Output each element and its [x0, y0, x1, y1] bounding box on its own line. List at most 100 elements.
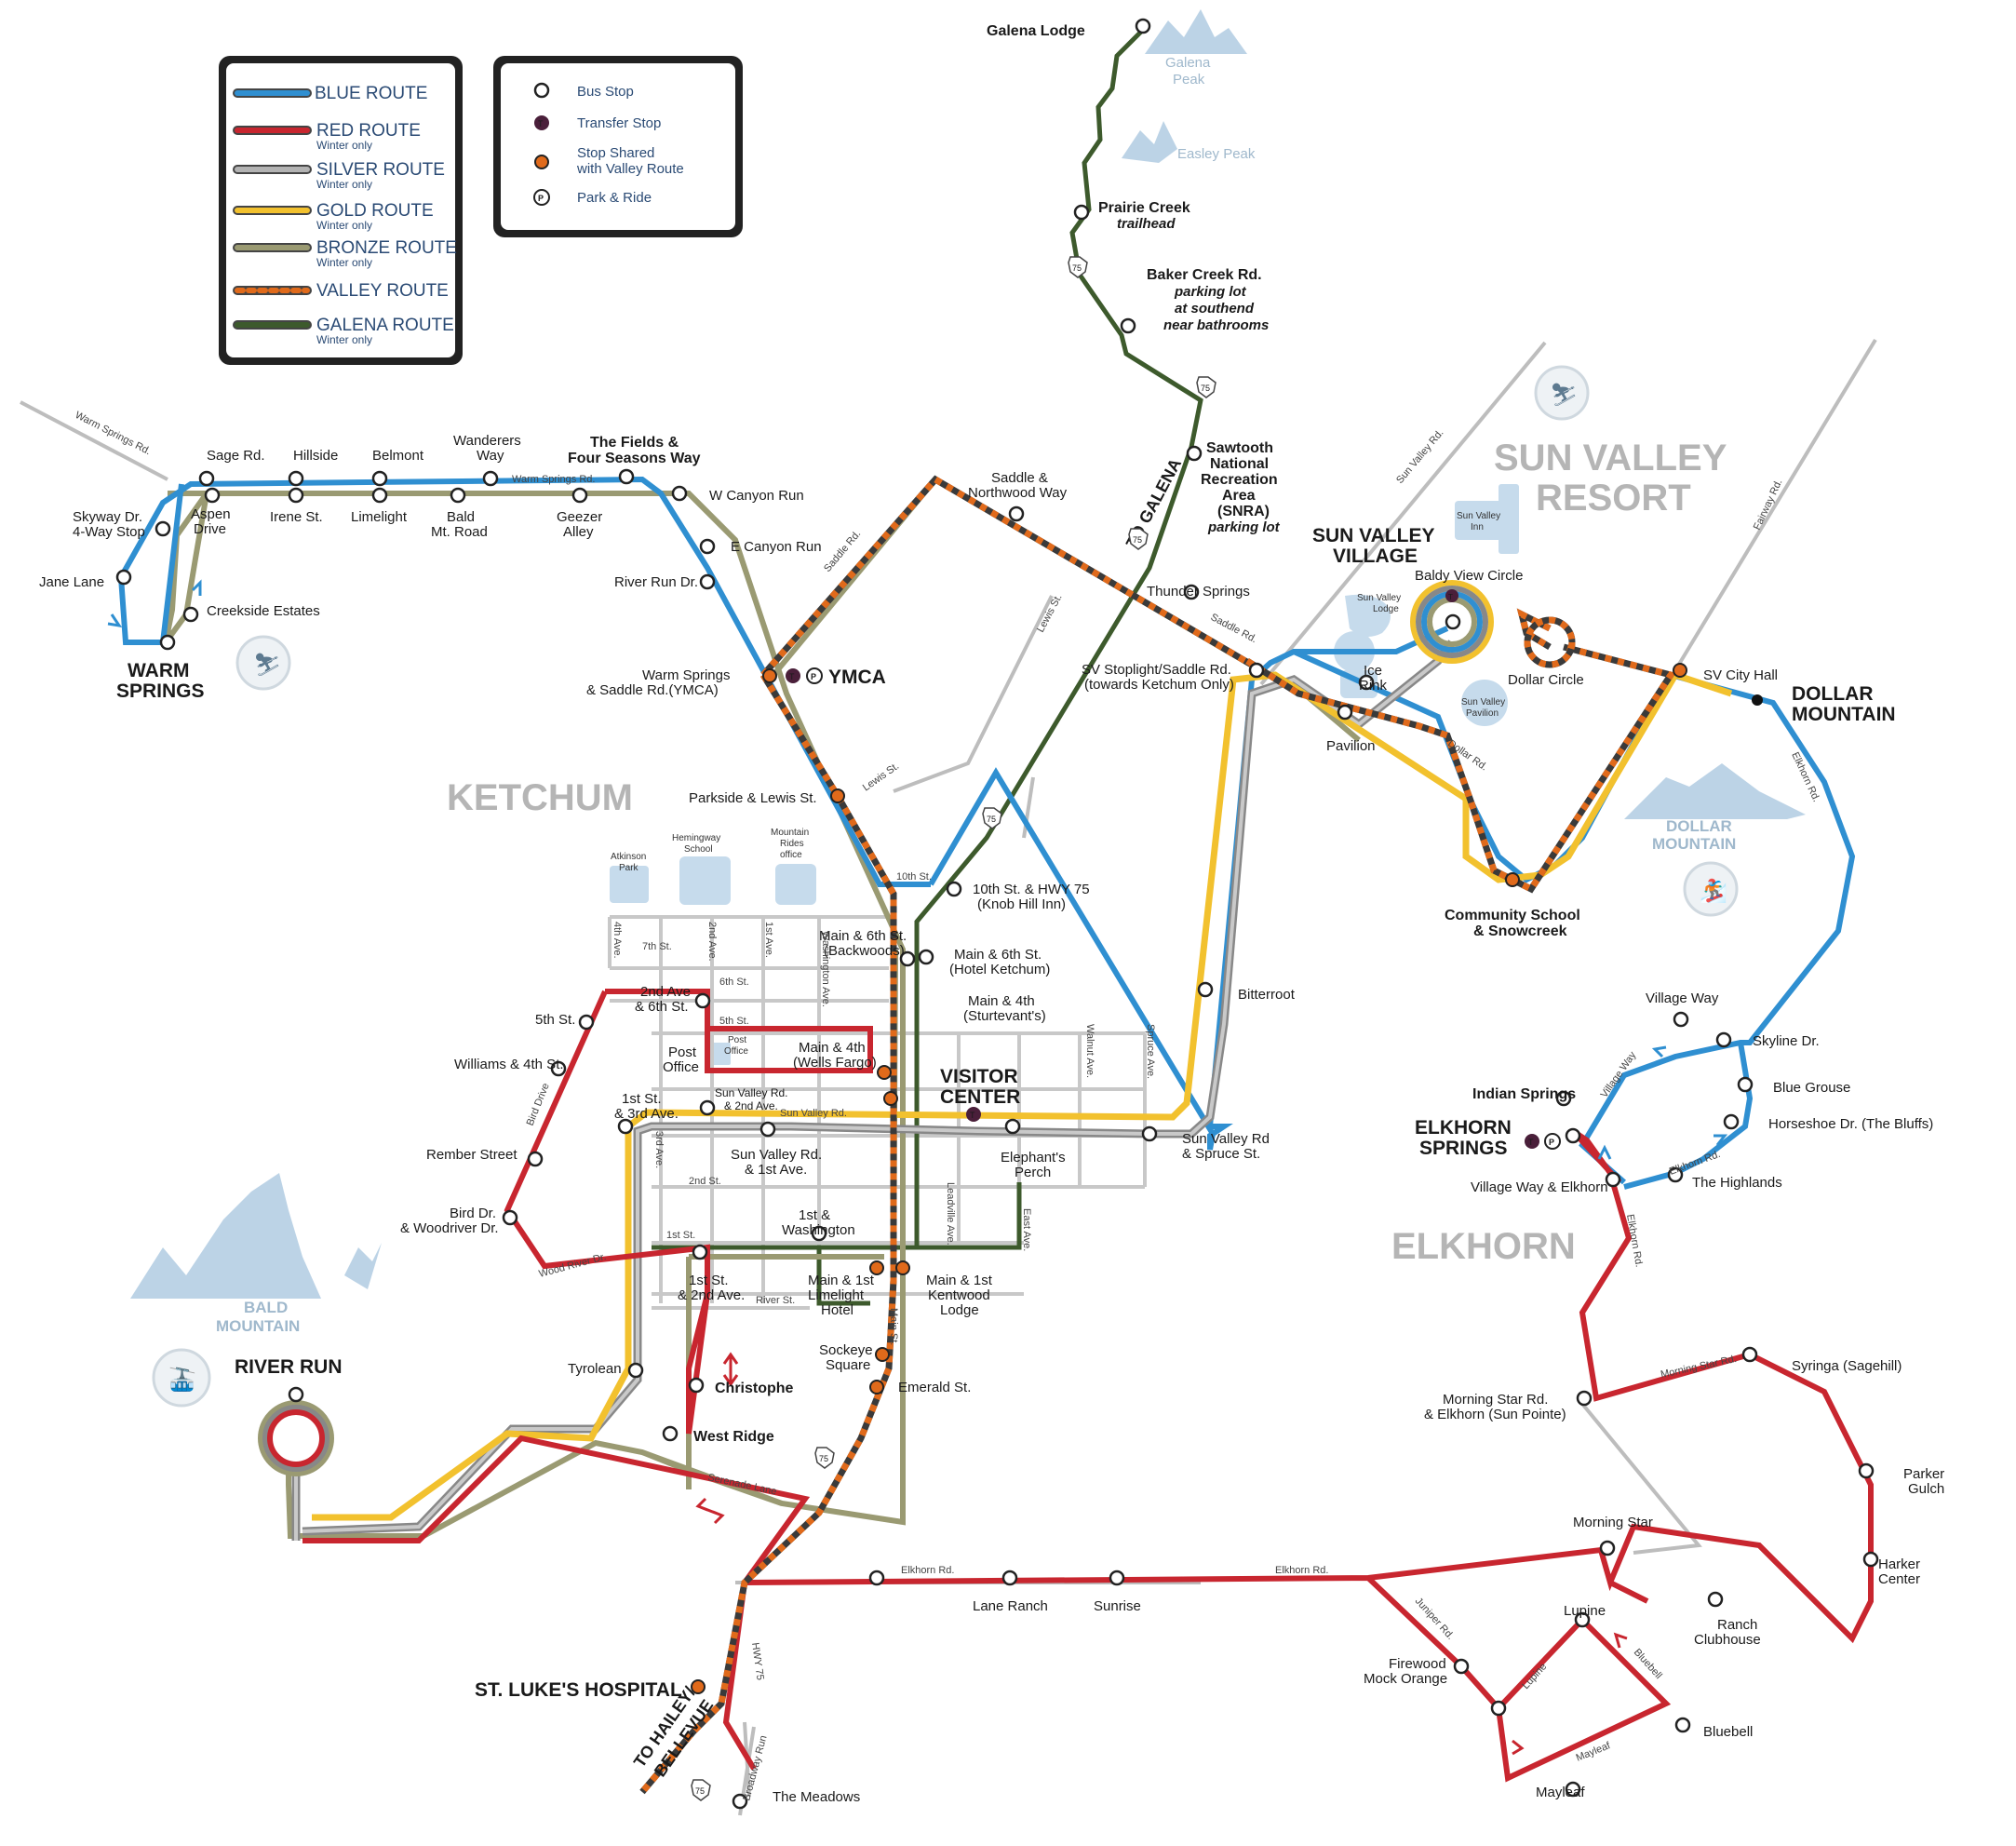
bus-stop-marker[interactable] [1673, 1011, 1689, 1028]
bus-stop-marker[interactable] [571, 487, 588, 504]
bus-stop-marker[interactable] [482, 470, 499, 487]
shared-stop-marker[interactable] [883, 1091, 898, 1106]
shared-stop-marker[interactable] [877, 1065, 892, 1080]
bus-stop-marker[interactable] [1109, 1570, 1125, 1586]
visitor-transfer-glyph: T [970, 1111, 975, 1120]
bus-stop-marker[interactable] [1752, 694, 1763, 706]
bus-stop-marker[interactable] [527, 1151, 544, 1167]
stop-sv-rd-2nd-1: Sun Valley Rd. [715, 1086, 788, 1099]
bus-stop-marker[interactable] [550, 1060, 567, 1077]
bus-stop-marker[interactable] [1574, 1611, 1591, 1628]
bus-stop-marker[interactable] [1001, 1570, 1018, 1586]
bus-stop-marker[interactable] [1565, 1127, 1581, 1144]
bus-stop-marker[interactable] [699, 1099, 716, 1116]
bus-stop-marker[interactable] [204, 487, 221, 504]
bus-stop-marker[interactable] [1741, 1346, 1758, 1363]
shared-stop-marker[interactable] [895, 1260, 910, 1275]
bus-stop-marker[interactable] [899, 950, 916, 967]
bus-stop-marker[interactable] [159, 634, 176, 651]
bus-stop-marker[interactable] [759, 1121, 776, 1138]
shared-stop-marker[interactable] [830, 788, 845, 803]
bus-stop-marker[interactable] [1605, 1171, 1621, 1188]
bus-stop-marker[interactable] [1445, 613, 1461, 630]
bus-stop-marker[interactable] [699, 573, 716, 590]
bus-stop-marker[interactable] [918, 949, 934, 965]
stop-snra-3: Recreation [1201, 472, 1278, 488]
bus-stop-marker[interactable] [1337, 704, 1353, 721]
bus-stop-marker[interactable] [1358, 674, 1375, 691]
shared-stop-marker[interactable] [869, 1260, 884, 1275]
bus-stop-marker[interactable] [699, 538, 716, 555]
bus-stop-marker[interactable] [1008, 505, 1025, 522]
legend-valley-label: VALLEY ROUTE [316, 281, 449, 301]
bus-stop-marker[interactable] [1576, 1390, 1593, 1407]
bus-stop-marker[interactable] [1723, 1113, 1740, 1130]
bus-stop-marker[interactable] [115, 569, 132, 586]
bus-stop-marker[interactable] [688, 1377, 705, 1394]
bus-stop-marker[interactable] [288, 487, 304, 504]
shared-stop-marker[interactable] [1505, 872, 1520, 887]
shared-stop-marker[interactable] [691, 1679, 706, 1694]
bus-stop-marker[interactable] [182, 606, 199, 623]
shared-stop-marker[interactable] [869, 1380, 884, 1395]
bus-stop-marker[interactable] [1555, 1090, 1572, 1107]
shared-stop-marker[interactable] [875, 1347, 890, 1362]
bus-stop-marker[interactable] [1197, 981, 1214, 998]
bus-stop-marker[interactable] [288, 470, 304, 487]
bus-stop-marker[interactable] [868, 1570, 885, 1586]
bus-stop-marker[interactable] [1490, 1700, 1507, 1717]
bus-stop-marker[interactable] [1186, 445, 1203, 462]
bus-stop-marker[interactable] [1858, 1462, 1875, 1479]
street-east-ave: East Ave. [1021, 1208, 1032, 1251]
elkhorn-park-glyph: P [1549, 1138, 1554, 1147]
bus-stop-marker[interactable] [732, 1793, 748, 1810]
bus-stop-marker[interactable] [288, 1386, 304, 1403]
bus-stop-marker[interactable] [1004, 1118, 1021, 1135]
stop-west-ridge: West Ridge [693, 1429, 774, 1445]
bus-stop-marker[interactable] [1715, 1031, 1732, 1048]
bus-stop-marker[interactable] [617, 1118, 634, 1135]
bus-stop-marker[interactable] [692, 1244, 708, 1260]
stop-community-1: Community School [1445, 908, 1580, 923]
bus-stop-marker[interactable] [1565, 1781, 1581, 1798]
bus-stop-marker[interactable] [1862, 1551, 1879, 1568]
stop-main-1st-kent-1: Main & 1st [926, 1273, 993, 1288]
bus-stop-marker[interactable] [1135, 18, 1151, 34]
bus-stop-marker[interactable] [502, 1209, 518, 1226]
stop-first-wash-2: Washington [782, 1222, 855, 1238]
bus-stop-marker[interactable] [450, 487, 466, 504]
bus-stop-marker[interactable] [618, 468, 635, 485]
bus-stop-marker[interactable] [1141, 1125, 1158, 1142]
bus-stop-marker[interactable] [1667, 1166, 1684, 1183]
bus-stop-marker[interactable] [1248, 662, 1265, 679]
hub-st-lukes: ST. LUKE'S HOSPITAL [475, 1679, 682, 1701]
bus-stop-marker[interactable] [198, 470, 215, 487]
bus-stop-marker[interactable] [155, 520, 171, 537]
shared-stop-marker[interactable] [1673, 663, 1687, 678]
bus-stop-marker[interactable] [1120, 317, 1136, 334]
street-first-ave: 1st Ave. [763, 922, 774, 958]
stop-main-1st-kent-2: Kentwood [928, 1287, 990, 1303]
bus-stop-marker[interactable] [1183, 584, 1200, 600]
shared-stop-marker[interactable] [762, 668, 777, 683]
bus-stop-marker[interactable] [662, 1425, 679, 1442]
bus-stop-marker[interactable] [371, 470, 388, 487]
bus-stop-marker[interactable] [1073, 204, 1090, 221]
bus-stop-marker[interactable] [1674, 1717, 1691, 1733]
bus-stop-marker[interactable] [1707, 1591, 1724, 1608]
highway-shields: 75 75 75 75 75 75 [691, 256, 1216, 1801]
stop-skyway-2: 4-Way Stop [73, 524, 145, 540]
bus-stop-marker[interactable] [1737, 1076, 1754, 1093]
bus-stop-marker[interactable] [578, 1014, 595, 1031]
bus-stop-marker[interactable] [1453, 1658, 1470, 1675]
stop-post-office-1: Post [668, 1044, 697, 1060]
bus-stop-marker[interactable] [627, 1362, 644, 1379]
bus-stop-marker[interactable] [371, 487, 388, 504]
bus-stop-marker[interactable] [811, 1225, 827, 1242]
stop-baker-creek-3: at southend [1175, 301, 1255, 317]
bus-stop-marker[interactable] [946, 881, 962, 897]
bus-stop-marker[interactable] [1599, 1540, 1616, 1556]
bus-stop-marker[interactable] [694, 992, 711, 1009]
bus-stop-marker[interactable] [671, 485, 688, 502]
